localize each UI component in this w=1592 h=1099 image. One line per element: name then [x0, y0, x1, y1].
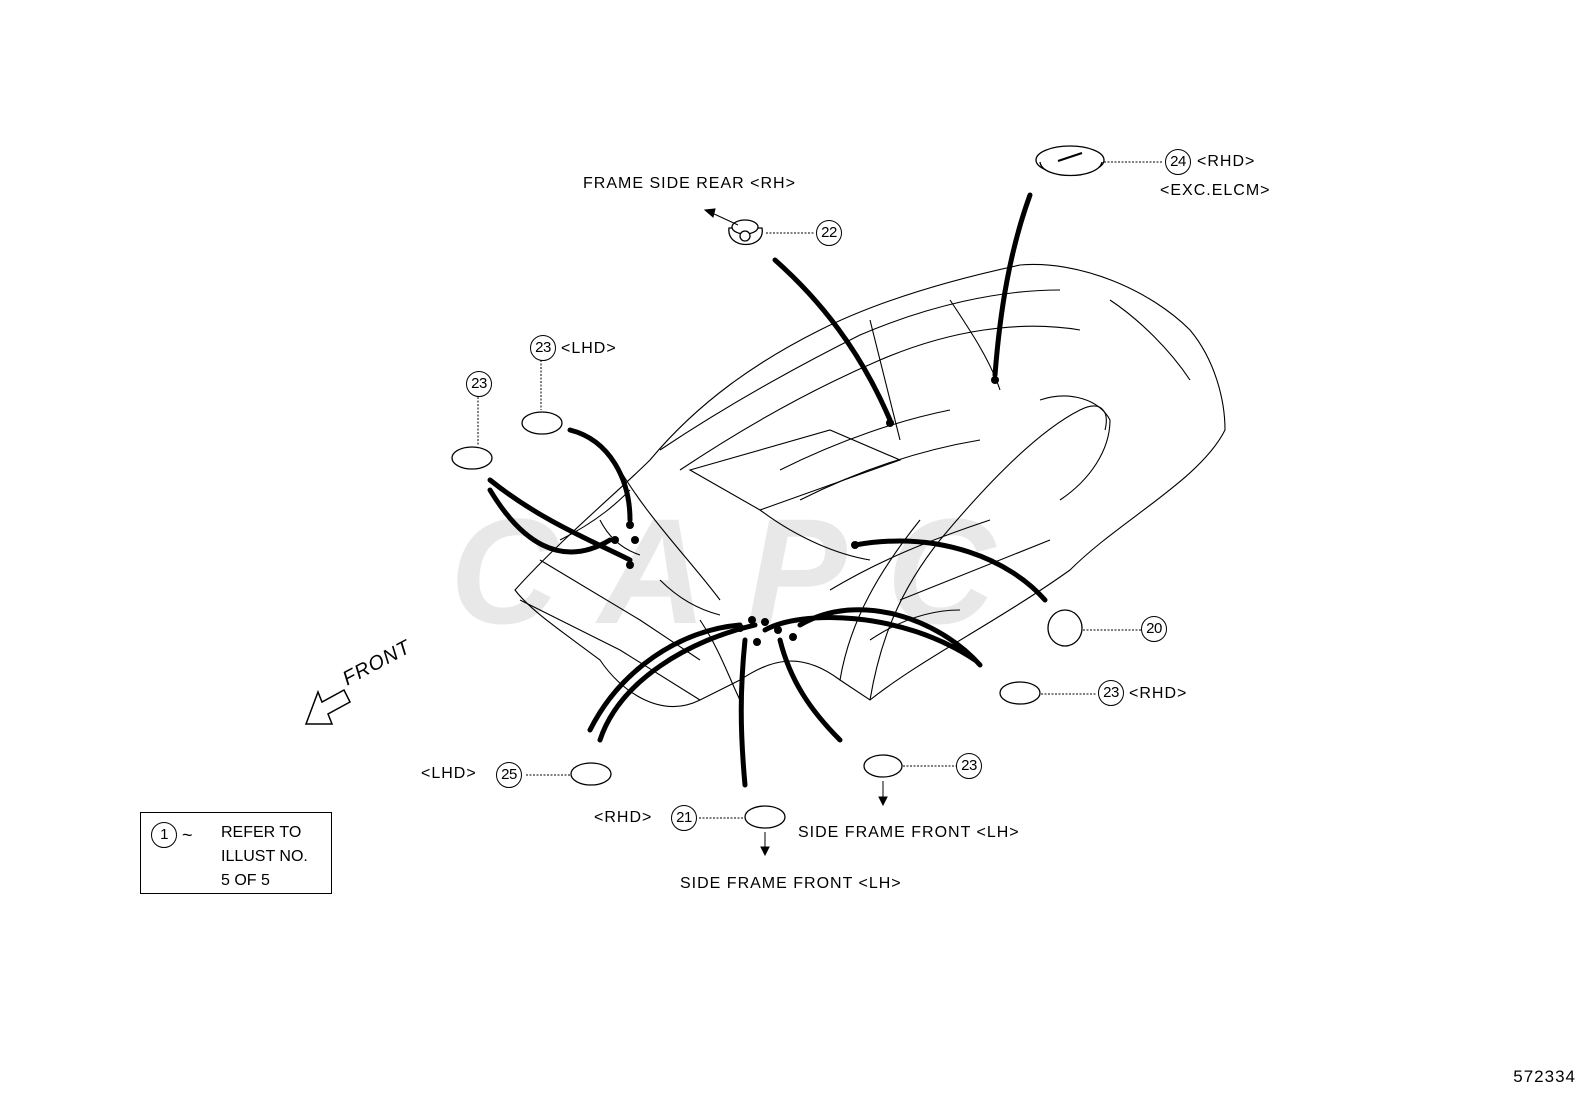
callout-20: 20: [1141, 616, 1167, 642]
front-arrow: [304, 688, 351, 725]
callout-23-rhd: 23: [1098, 680, 1124, 706]
refer-line-3: 5 OF 5: [221, 872, 270, 889]
direction-arrows: [703, 208, 888, 857]
callout-21: 21: [671, 805, 697, 831]
frame-side-rear-label: FRAME SIDE REAR <RH>: [583, 175, 796, 192]
rhd-label-24: <RHD>: [1197, 153, 1256, 170]
diagram-id: 572334: [1513, 1067, 1576, 1086]
refer-line-1: REFER TO: [221, 824, 302, 841]
rhd-label-23: <RHD>: [1129, 685, 1188, 702]
refer-callout: 1: [151, 822, 177, 848]
callout-23-lhd: 23: [530, 335, 556, 361]
refer-text: REFER TO ILLUST NO. 5 OF 5: [221, 821, 308, 893]
callout-23-top: 23: [466, 371, 492, 397]
rhd-label-21: <RHD>: [594, 809, 653, 826]
side-frame-front-label-b: SIDE FRAME FRONT <LH>: [680, 875, 902, 892]
car-body-outline: [514, 263, 1226, 707]
refer-tilde: ~: [182, 825, 193, 845]
callout-connectors: [477, 161, 1163, 819]
leader-lines: [487, 192, 1048, 788]
callout-22: 22: [816, 220, 842, 246]
callout-25: 25: [496, 762, 522, 788]
exc-elcm-label: <EXC.ELCM>: [1160, 182, 1271, 199]
callout-24: 24: [1165, 149, 1191, 175]
lhd-label-23: <LHD>: [561, 340, 617, 357]
grommet-plugs: [451, 145, 1105, 829]
fastener-points: [611, 376, 999, 646]
refer-box: 1 ~ REFER TO ILLUST NO. 5 OF 5: [140, 812, 332, 894]
lhd-label-25: <LHD>: [421, 765, 477, 782]
side-frame-front-label-a: SIDE FRAME FRONT <LH>: [798, 824, 1020, 841]
refer-line-2: ILLUST NO.: [221, 848, 308, 865]
callout-23-bottom: 23: [956, 753, 982, 779]
